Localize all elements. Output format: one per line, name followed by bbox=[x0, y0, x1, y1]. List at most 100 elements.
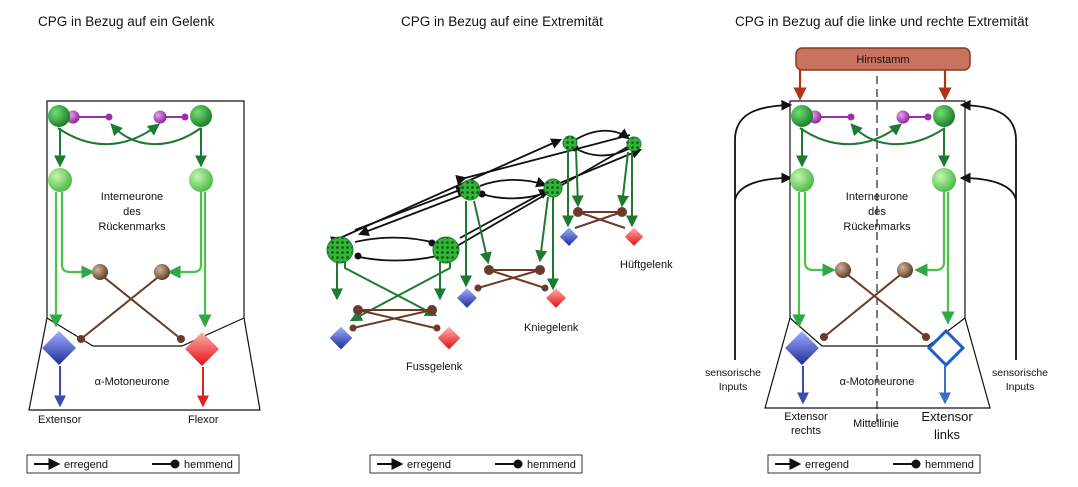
inhibitory-interneuron bbox=[896, 110, 910, 124]
legend-box bbox=[767, 454, 981, 474]
excitatory-connection bbox=[547, 148, 642, 189]
legend-inhibitory-dot bbox=[513, 459, 523, 469]
label-interneurons: Interneurone bbox=[846, 191, 908, 203]
excitatory-arrow bbox=[535, 196, 549, 263]
excitatory-arrow bbox=[914, 192, 946, 277]
cpg-neuron-left-side bbox=[933, 105, 955, 127]
inhibitory-terminal bbox=[349, 324, 357, 332]
label-interneurons: Interneurone bbox=[101, 191, 163, 203]
inhibitory-connection bbox=[481, 192, 546, 200]
inhibitory-terminal bbox=[177, 335, 185, 343]
excitatory-arrow bbox=[349, 262, 451, 322]
excitatory-arrow-crossing bbox=[799, 123, 902, 146]
legend-excitatory-label: erregend bbox=[407, 459, 451, 471]
inhibitory-connection bbox=[574, 211, 623, 229]
label-extensor-right-2: rechts bbox=[791, 425, 821, 437]
cpg-neuron-knee-right bbox=[543, 178, 563, 198]
legend-box bbox=[26, 454, 240, 474]
inhibitory-interneuron-right bbox=[154, 264, 170, 280]
brainstem-box[interactable] bbox=[795, 47, 971, 71]
flexor-motoneuron bbox=[185, 332, 219, 366]
title-limb: CPG in Bezug auf eine Extremität bbox=[401, 14, 603, 29]
inhibitory-connection bbox=[574, 147, 631, 157]
inhibitory-terminal bbox=[105, 113, 113, 121]
inhibitory-terminal bbox=[847, 113, 855, 121]
inhibitory-connection bbox=[354, 255, 438, 262]
legend-panel-3: erregend hemmend bbox=[767, 454, 981, 474]
hip-extensor-motoneuron bbox=[559, 227, 579, 246]
inhibitory-terminal bbox=[354, 252, 362, 260]
sensory-input-arrow bbox=[959, 99, 1017, 360]
inhibitory-interneuron-right-side bbox=[835, 262, 851, 278]
excitatory-arrow bbox=[60, 192, 95, 279]
extensor-left-motoneuron bbox=[926, 328, 966, 368]
motoneuron-region-outline bbox=[46, 317, 245, 347]
inhibitory-connection bbox=[80, 273, 163, 340]
label-sensory-inputs-left-2: Inputs bbox=[719, 381, 748, 393]
inhibitory-terminal bbox=[433, 324, 441, 332]
sensory-input-arrow bbox=[734, 172, 793, 201]
inhibitory-connection bbox=[477, 269, 541, 289]
excitatory-connection bbox=[455, 134, 631, 186]
inhibitory-terminal bbox=[474, 284, 482, 292]
cpg-neuron-right-side bbox=[791, 105, 813, 127]
excitatory-arrow-crossing bbox=[57, 123, 160, 146]
label-extensor-left: Extensor bbox=[921, 409, 973, 424]
inhibitory-connection bbox=[842, 270, 927, 338]
spinal-cord-outline bbox=[28, 100, 261, 411]
label-interneurons-ruckenmark: Rückenmarks bbox=[98, 221, 166, 233]
excitatory-connection bbox=[459, 188, 550, 239]
interneuron-right bbox=[189, 168, 213, 192]
legend-panel-2: erregend hemmend bbox=[369, 454, 583, 474]
inhibitory-interneuron bbox=[484, 265, 494, 275]
panel-joint: Interneurone des Rückenmarks α-Motoneuro… bbox=[28, 100, 261, 426]
label-sensory-inputs-right-2: Inputs bbox=[1006, 381, 1035, 393]
label-interneurons-ruckenmark: Rückenmarks bbox=[843, 221, 911, 233]
legend-inhibitory-label: hemmend bbox=[925, 459, 974, 471]
title-both-limbs: CPG in Bezug auf die linke und rechte Ex… bbox=[735, 14, 1029, 29]
label-extensor: Extensor bbox=[38, 414, 82, 426]
label-interneurons-des: des bbox=[868, 206, 886, 218]
excitatory-arrow-crossing bbox=[110, 123, 202, 146]
inhibitory-connection bbox=[352, 309, 433, 329]
cpg-neuron-hip-right bbox=[626, 136, 642, 152]
knee-flexor-motoneuron bbox=[546, 288, 566, 308]
legend-inhibitory-dot bbox=[170, 459, 180, 469]
label-extensor-right: Extensor bbox=[784, 411, 828, 423]
inhibitory-interneuron bbox=[535, 265, 545, 275]
label-fussgelenk: Fussgelenk bbox=[406, 361, 463, 373]
interneuron-left bbox=[48, 168, 72, 192]
cpg-neuron-left bbox=[48, 105, 70, 127]
excitatory-connection bbox=[354, 186, 468, 231]
cpg-neuron-knee-left bbox=[459, 179, 481, 201]
ankle-extensor-motoneuron bbox=[329, 326, 353, 350]
panel-both-limbs: Hirnstamm bbox=[705, 47, 1048, 442]
panel-limb: Fussgelenk Kniegelenk Hüftgelenk bbox=[326, 128, 673, 373]
inhibitory-interneuron bbox=[573, 207, 583, 217]
label-hueftgelenk: Hüftgelenk bbox=[620, 259, 673, 271]
inhibitory-interneuron bbox=[427, 305, 437, 315]
label-motoneurons: α-Motoneurone bbox=[840, 376, 915, 388]
inhibitory-connection bbox=[823, 270, 906, 338]
knee-extensor-motoneuron bbox=[457, 288, 477, 308]
label-interneurons-des: des bbox=[123, 206, 141, 218]
label-midline: Mittellinie bbox=[853, 418, 899, 430]
ankle-flexor-motoneuron bbox=[437, 326, 461, 350]
inhibitory-interneuron bbox=[353, 305, 363, 315]
extensor-right-motoneuron bbox=[785, 331, 819, 365]
inhibitory-terminal bbox=[77, 335, 85, 343]
extensor-motoneuron bbox=[42, 331, 76, 365]
excitatory-arrow bbox=[344, 262, 438, 317]
excitatory-connection bbox=[574, 128, 630, 141]
excitatory-arrow bbox=[617, 151, 630, 208]
inhibitory-interneuron bbox=[153, 110, 167, 124]
cpg-neuron-right bbox=[190, 105, 212, 127]
legend-box bbox=[369, 454, 583, 474]
inhibitory-terminal bbox=[181, 113, 189, 121]
label-extensor-left-2: links bbox=[934, 427, 961, 442]
excitatory-connection bbox=[357, 191, 471, 236]
excitatory-arrow-crossing bbox=[850, 123, 946, 146]
excitatory-arrow bbox=[167, 192, 203, 279]
